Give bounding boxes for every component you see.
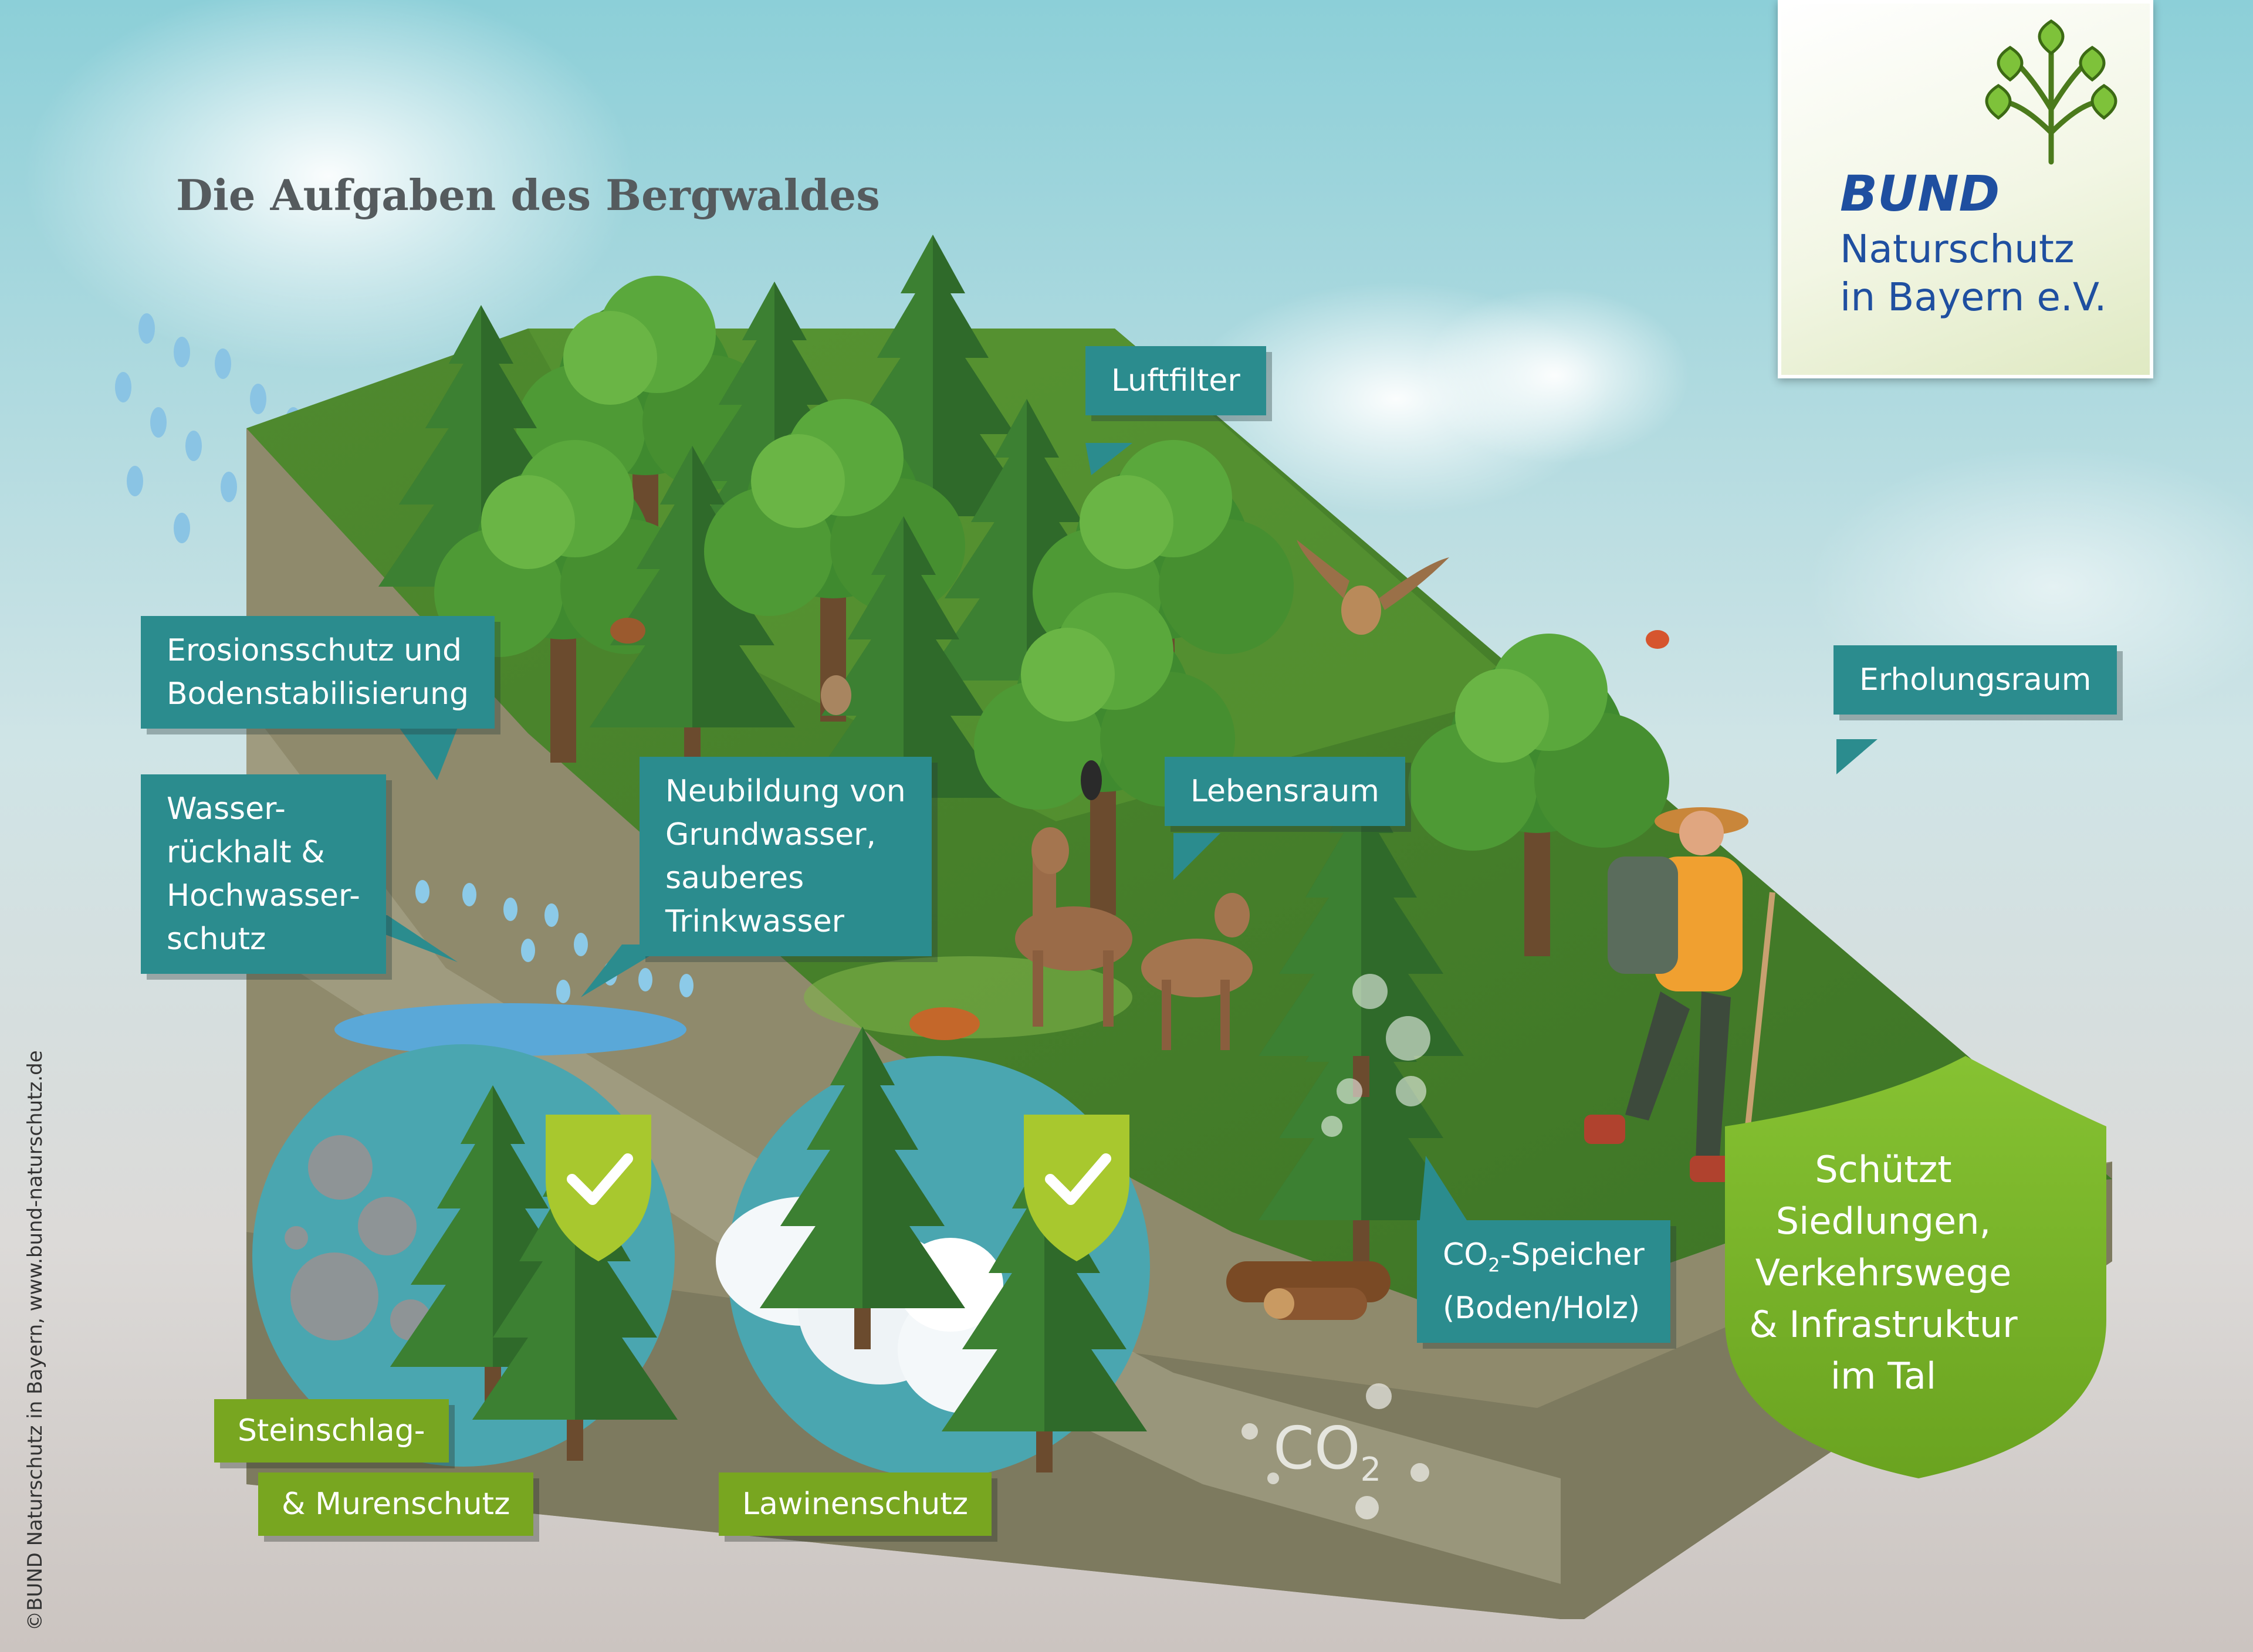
callout-erosionsschutz: Erosionsschutz und Bodenstabilisierung <box>141 616 495 729</box>
callout-text: Erholungsraum <box>1859 662 2092 698</box>
logo-line-3: in Bayern e.V. <box>1840 275 2107 320</box>
callout-text: Bodenstabilisierung <box>167 676 469 712</box>
label-text: & Murenschutz <box>282 1487 510 1522</box>
callout-text: schutz <box>167 922 266 957</box>
logo-line-2: Naturschutz <box>1840 226 2075 272</box>
fox <box>909 1007 980 1040</box>
label-murenschutz: & Murenschutz <box>258 1472 534 1536</box>
shield-line: im Tal <box>1830 1355 1937 1397</box>
callout-text: Neubildung von <box>665 774 906 809</box>
page-title: Die Aufgaben des Bergwaldes <box>176 170 880 220</box>
callout-text: Erosionsschutz und <box>167 633 462 668</box>
hare <box>821 675 851 715</box>
co2-main: CO <box>1273 1414 1361 1482</box>
callout-text: Luftfilter <box>1111 363 1240 398</box>
logo-bund: BUND <box>1840 165 2000 222</box>
callout-luftfilter: Luftfilter <box>1085 346 1266 415</box>
shield-line: Siedlungen, <box>1775 1200 1991 1243</box>
bund-logo: BUND Naturschutz in Bayern e.V. <box>1778 0 2153 378</box>
callout-co2-speicher: CO2-Speicher (Boden/Holz) <box>1417 1220 1670 1343</box>
callout-lebensraum: Lebensraum <box>1165 757 1405 826</box>
pond <box>334 1003 686 1056</box>
shield-line: Verkehrswege <box>1755 1251 2012 1294</box>
co2-prefix: CO <box>1443 1237 1489 1272</box>
callout-text: sauberes <box>665 861 804 896</box>
checkmark-shield-icon <box>1024 1115 1129 1261</box>
callout-text: Trinkwasser <box>665 904 844 939</box>
protection-shield <box>1725 1056 2106 1478</box>
owl <box>1297 540 1449 635</box>
callout-text: CO2-Speicher <box>1443 1233 1645 1287</box>
callout-text: Hochwasser- <box>167 878 360 913</box>
co2-main-sub: 2 <box>1360 1451 1382 1489</box>
hiker <box>1584 807 1775 1182</box>
copyright-text: ©BUND Naturschutz in Bayern, www.bund-na… <box>23 1050 47 1631</box>
ground-co2-label: CO2 <box>1273 1414 1381 1489</box>
callout-text: Lebensraum <box>1190 774 1379 809</box>
callout-grundwasser: Neubildung von Grundwasser, sauberes Tri… <box>640 757 932 956</box>
deer <box>1015 827 1253 1050</box>
label-text: Steinschlag- <box>238 1413 425 1448</box>
shield-line: & Infrastruktur <box>1749 1303 2018 1346</box>
dead-wood-logs <box>1226 1261 1391 1320</box>
checkmark-shield-icon <box>546 1115 651 1261</box>
label-lawinenschutz: Lawinenschutz <box>719 1472 992 1536</box>
label-steinschlag: Steinschlag- <box>214 1399 449 1463</box>
callout-text: rückhalt & <box>167 835 325 870</box>
woodpecker <box>1081 760 1102 800</box>
callout-erholungsraum: Erholungsraum <box>1833 645 2117 715</box>
shield-line: Schützt <box>1815 1148 1952 1191</box>
callout-wasserrueckhalt: Wasser- rückhalt & Hochwasser- schutz <box>141 774 386 974</box>
callout-text: Grundwasser, <box>665 817 877 852</box>
robin <box>1646 630 1669 649</box>
shield-text: Schützt Siedlungen, Verkehrswege & Infra… <box>1731 1144 2036 1402</box>
label-text: Lawinenschutz <box>742 1487 968 1522</box>
callout-text: (Boden/Holz) <box>1443 1291 1640 1326</box>
co2-subscript: 2 <box>1488 1254 1500 1277</box>
squirrel <box>610 618 645 644</box>
tree-logo-icon <box>1985 19 2117 165</box>
co2-suffix: -Speicher <box>1500 1237 1645 1272</box>
callout-text: Wasser- <box>167 791 286 827</box>
